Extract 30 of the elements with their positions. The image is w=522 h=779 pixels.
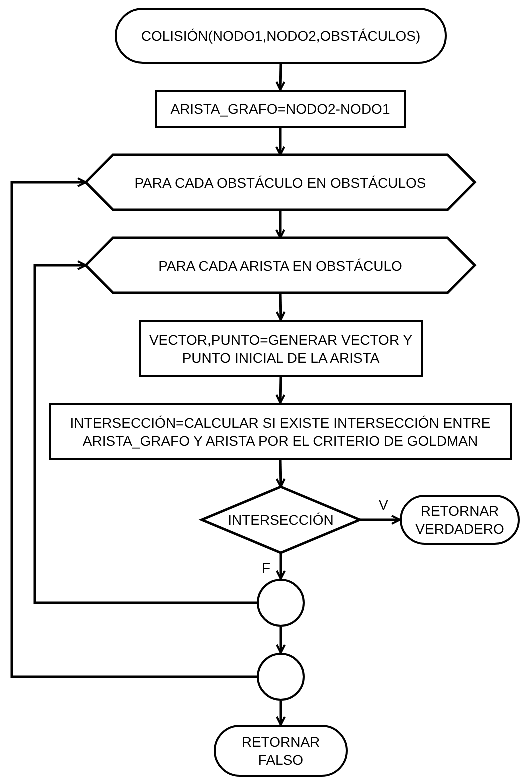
process-box bbox=[139, 320, 423, 377]
process-box bbox=[155, 90, 406, 128]
arrow bbox=[276, 627, 286, 654]
arrow bbox=[34, 260, 257, 604]
node-text: RETORNAR FALSO bbox=[240, 733, 322, 769]
loop-hexagon bbox=[86, 238, 475, 293]
node-text: COLISIÓN(NODO1,NODO2,OBSTÁCULOS) bbox=[140, 27, 422, 45]
arrow bbox=[276, 701, 286, 726]
end-terminal bbox=[214, 725, 348, 777]
arrow bbox=[276, 460, 286, 488]
arrow bbox=[276, 210, 286, 239]
arrow bbox=[276, 376, 286, 404]
node-text: PARA CADA OBSTÁCULO EN OBSTÁCULOS bbox=[134, 174, 428, 192]
arrow bbox=[276, 64, 286, 91]
arrow bbox=[10, 178, 257, 678]
node-text: ARISTA_GRAFO=NODO2-NODO1 bbox=[170, 100, 392, 118]
loop-hexagon bbox=[86, 155, 475, 210]
node-text: INTERSECCIÓN bbox=[227, 511, 335, 529]
arrow bbox=[276, 128, 286, 156]
node-text: PARA CADA ARISTA EN OBSTÁCULO bbox=[158, 256, 404, 274]
node-text: INTERSECCIÓN=CALCULAR SI EXISTE INTERSECCIÓN ENTRE ARISTA_GRAFO Y ARISTA POR EL CRITERIO DE GOLDMAN bbox=[69, 414, 492, 450]
arrow bbox=[360, 515, 401, 525]
node-text: VECTOR,PUNTO=GENERAR VECTOR Y PUNTO INICIAL DE LA ARISTA bbox=[148, 330, 414, 366]
node-text: RETORNAR VERDADERO bbox=[414, 502, 506, 538]
arrow bbox=[276, 553, 286, 580]
edge-label: F bbox=[261, 560, 272, 576]
arrow bbox=[276, 292, 286, 321]
process-box bbox=[49, 403, 512, 460]
edge-label: V bbox=[378, 497, 390, 513]
end-terminal bbox=[400, 495, 520, 545]
